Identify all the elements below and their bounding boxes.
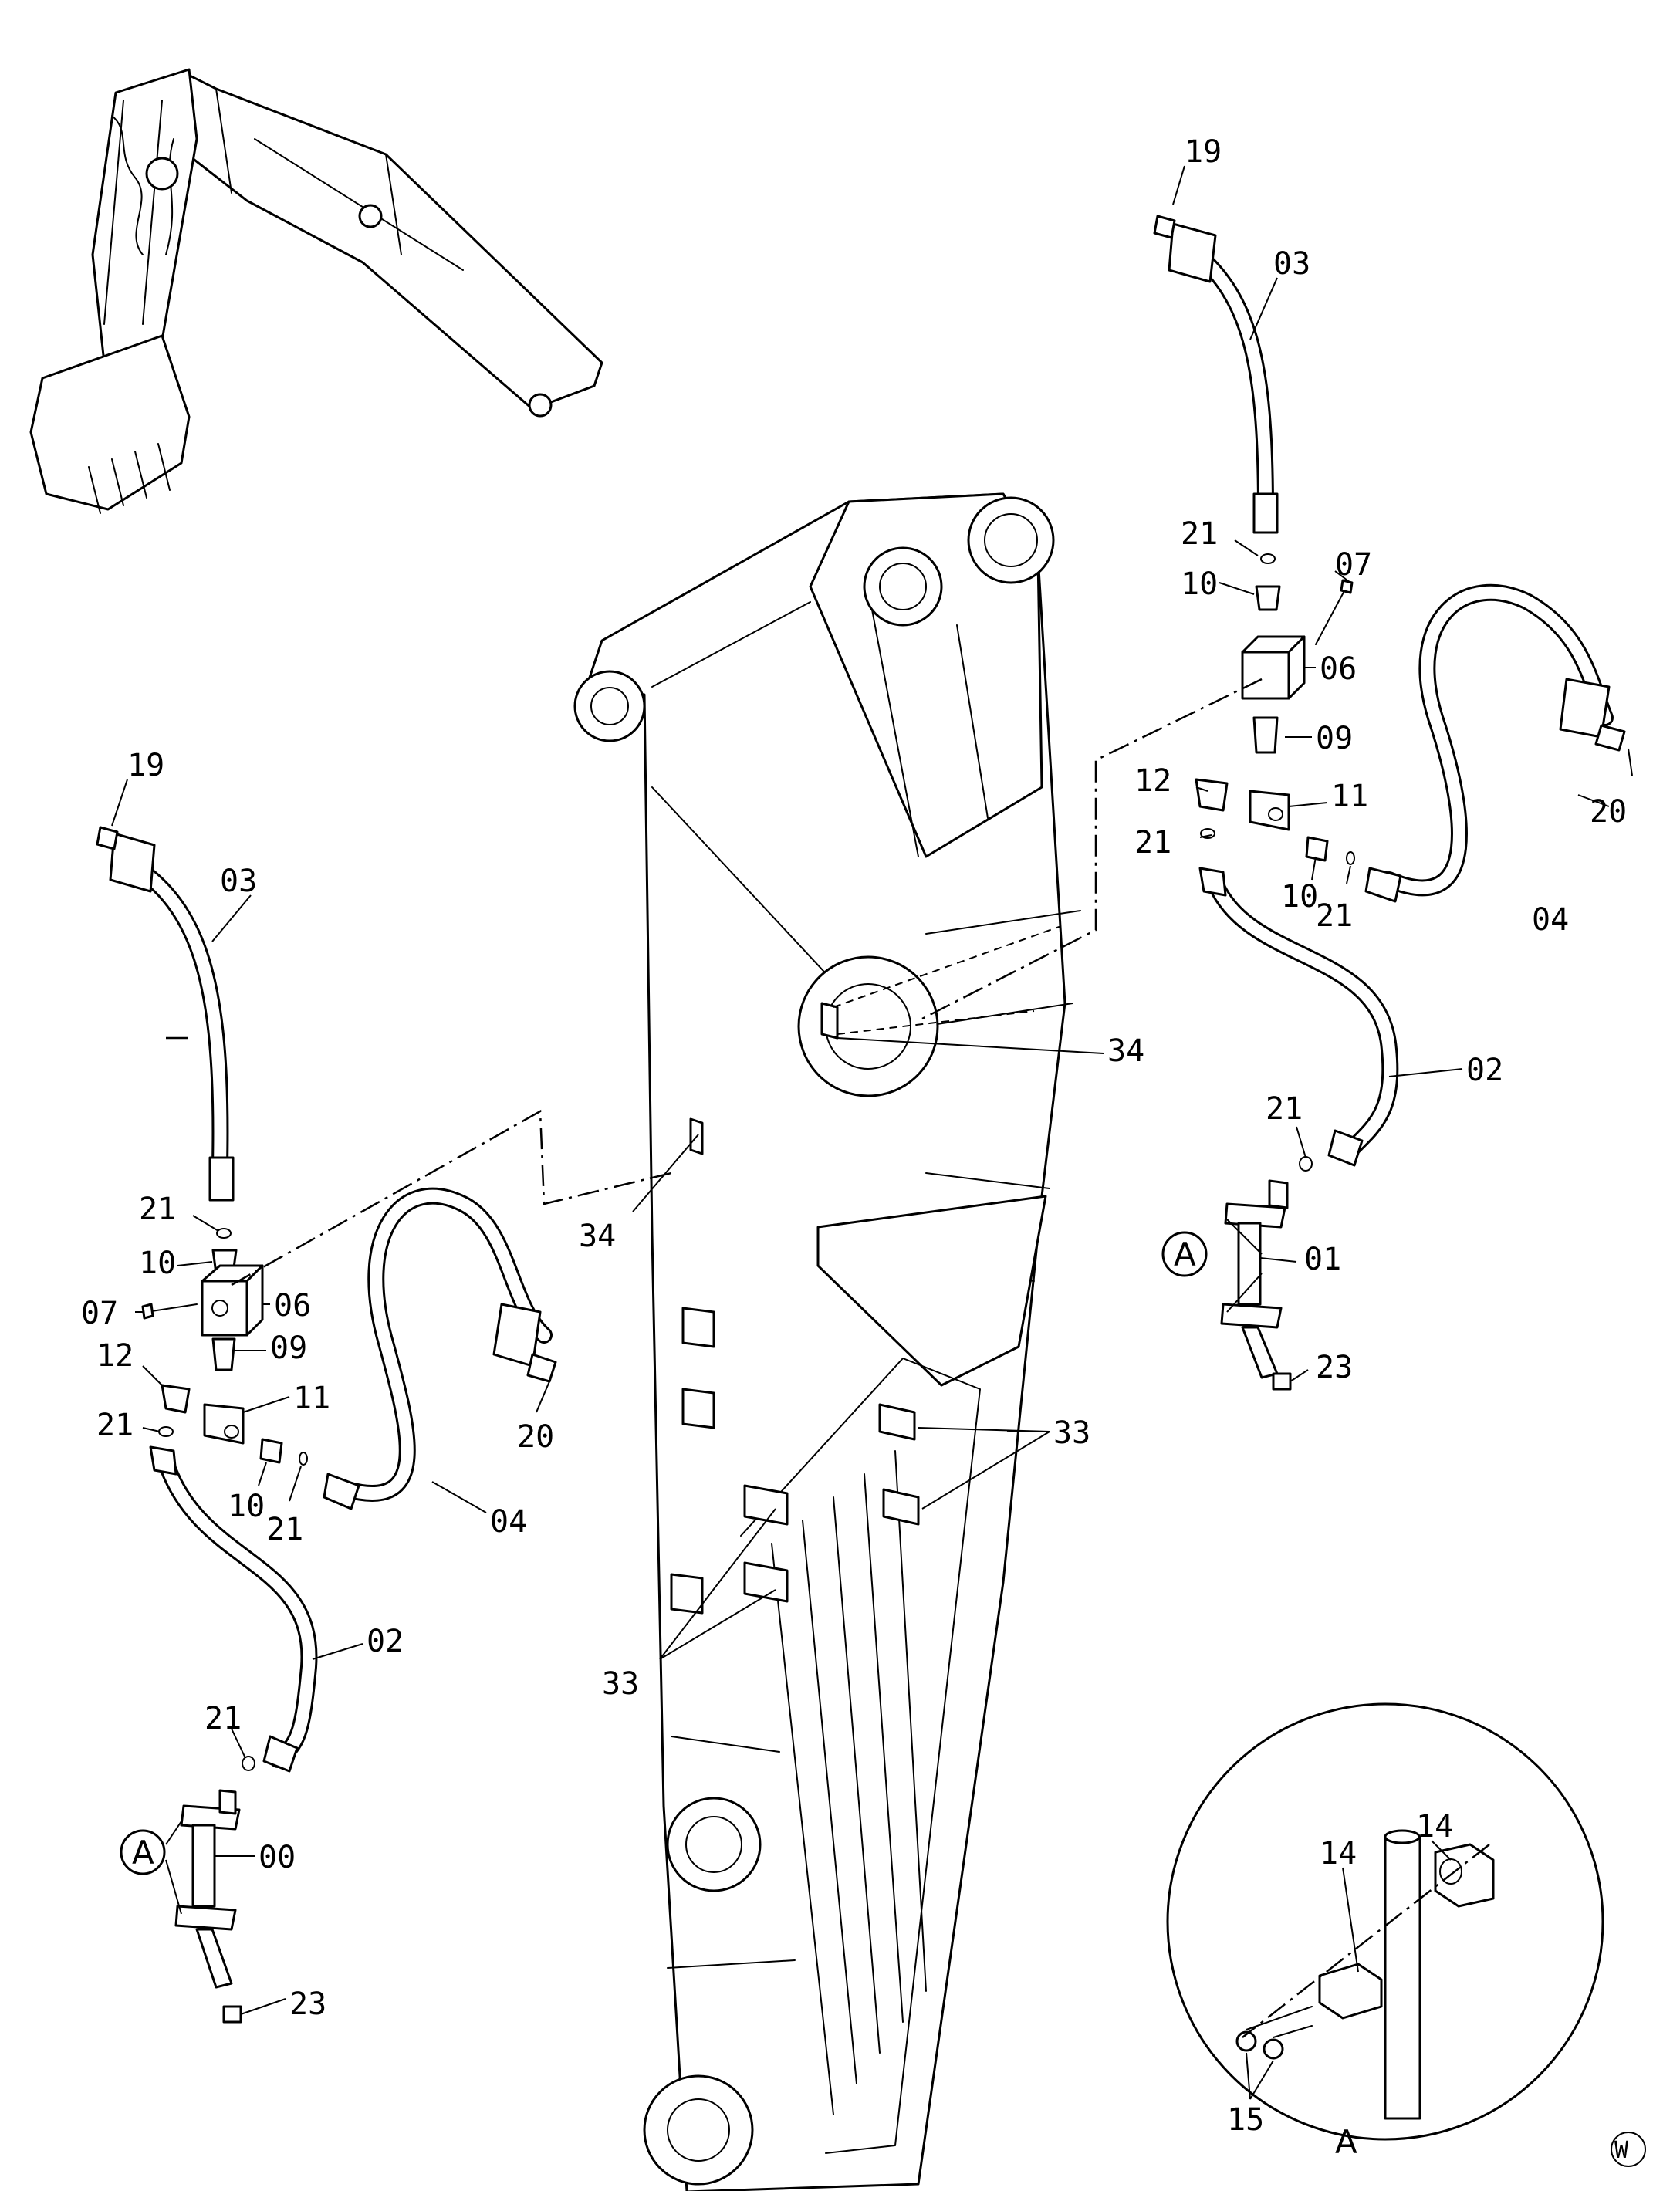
reference-lines [166, 678, 1490, 2038]
label-14-detail-top: 14 [1416, 1809, 1453, 1844]
label-04-right: 04 [1532, 902, 1569, 938]
right-piping-assembly [1153, 215, 1626, 1391]
label-03-right: 03 [1273, 246, 1310, 282]
detail-ref-marker-right: A [1174, 1236, 1196, 1273]
label-20-left: 20 [517, 1419, 554, 1455]
label-21-right-mid: 21 [1134, 825, 1171, 861]
leader-lines [111, 165, 1633, 2100]
label-21-left-low: 21 [205, 1701, 242, 1736]
label-03-left: 03 [220, 864, 257, 899]
detail-ref-marker-left: A [132, 1834, 154, 1871]
label-33-right: 33 [1053, 1415, 1090, 1451]
label-10-right-mid: 10 [1281, 879, 1318, 915]
label-09-left: 09 [270, 1330, 307, 1366]
excavator-attachment-inset [29, 68, 603, 514]
label-19-right: 19 [1185, 134, 1222, 170]
label-06-left: 06 [274, 1288, 311, 1324]
label-10-left-top: 10 [139, 1246, 176, 1281]
label-21-right-low: 21 [1266, 1091, 1303, 1127]
label-23-left: 23 [289, 1986, 326, 2022]
label-20-right: 20 [1590, 794, 1627, 830]
label-34-lower: 34 [579, 1219, 616, 1254]
label-21-right-mid2: 21 [1316, 898, 1353, 934]
label-21-left-top: 21 [139, 1192, 176, 1227]
label-12-right: 12 [1134, 763, 1171, 799]
label-01-right: 01 [1304, 1242, 1341, 1277]
label-10-right-top: 10 [1181, 566, 1218, 602]
label-00-left: 00 [259, 1840, 296, 1875]
corner-mark: W [1614, 2137, 1629, 2164]
label-33-left: 33 [602, 1666, 639, 1702]
label-04-left: 04 [490, 1504, 527, 1540]
left-piping-assembly [96, 826, 557, 2024]
label-09-right: 09 [1316, 721, 1353, 756]
label-23-right: 23 [1316, 1350, 1353, 1385]
label-07-left: 07 [81, 1296, 118, 1331]
label-34-upper: 34 [1107, 1033, 1144, 1069]
label-06-right: 06 [1320, 651, 1357, 687]
detail-view-label: A [1335, 2123, 1357, 2161]
label-11-left: 11 [293, 1381, 330, 1416]
label-21-left-mid: 21 [96, 1408, 134, 1443]
label-14-detail-mid: 14 [1320, 1836, 1357, 1871]
detail-a-clamp-view [1166, 1702, 1604, 2141]
label-21-left-mid2: 21 [266, 1512, 303, 1547]
label-19-left: 19 [127, 748, 164, 783]
clamp-plates [670, 925, 1062, 1615]
label-02-left: 02 [367, 1624, 404, 1659]
label-11-right: 11 [1331, 779, 1368, 814]
label-12-left: 12 [96, 1338, 134, 1374]
detail-markers: A A A W [120, 1231, 1646, 2167]
label-21-right-top: 21 [1181, 516, 1218, 552]
callout-labels: 19 03 21 10 07 06 09 12 11 21 10 21 04 2… [81, 134, 1627, 2138]
label-10-left-mid: 10 [228, 1489, 265, 1524]
label-07-right: 07 [1335, 547, 1372, 583]
boom-structure [573, 492, 1081, 2191]
label-15-detail: 15 [1227, 2102, 1264, 2138]
label-02-right: 02 [1466, 1053, 1503, 1088]
